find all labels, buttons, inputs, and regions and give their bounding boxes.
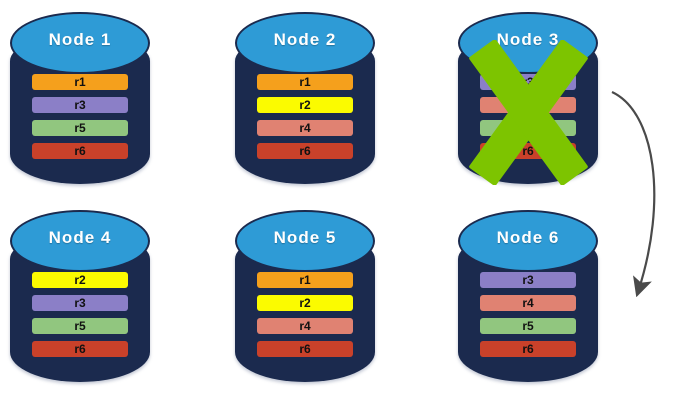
cylinder-top [458, 210, 598, 272]
node-cylinder-5[interactable]: Node 5 r1 r2 r4 r6 [235, 210, 375, 385]
cylinder-top [235, 12, 375, 74]
node-title: Node 3 [496, 30, 560, 49]
record-bar[interactable]: r6 [257, 143, 353, 159]
cylinder-top [10, 210, 150, 272]
record-bar[interactable]: r6 [480, 143, 576, 159]
record-list: r3 r4 r5 r6 [480, 272, 576, 364]
record-bar[interactable]: r1 [257, 74, 353, 90]
record-bar[interactable]: r3 [32, 97, 128, 113]
node-title: Node 6 [496, 228, 560, 247]
record-bar[interactable]: r5 [480, 318, 576, 334]
cylinder-top [10, 12, 150, 74]
record-bar[interactable]: r4 [257, 318, 353, 334]
record-bar[interactable]: r4 [480, 295, 576, 311]
record-bar[interactable]: r5 [32, 120, 128, 136]
node-title: Node 4 [48, 228, 112, 247]
node-cylinder-6[interactable]: Node 6 r3 r4 r5 r6 [458, 210, 598, 385]
node-cylinder-2[interactable]: Node 2 r1 r2 r4 r6 [235, 12, 375, 187]
node-title: Node 2 [273, 30, 337, 49]
node-cylinder-1[interactable]: Node 1 r1 r3 r5 r6 [10, 12, 150, 187]
record-bar[interactable]: r4 [480, 97, 576, 113]
record-list: r1 r3 r5 r6 [32, 74, 128, 166]
record-bar[interactable]: r6 [32, 143, 128, 159]
record-list: r1 r2 r4 r6 [257, 74, 353, 166]
record-bar[interactable]: r5 [32, 318, 128, 334]
node-title: Node 1 [48, 30, 112, 49]
record-bar[interactable]: r2 [257, 295, 353, 311]
record-bar[interactable]: r3 [480, 272, 576, 288]
record-bar[interactable]: r3 [480, 74, 576, 90]
record-list: r1 r2 r4 r6 [257, 272, 353, 364]
record-bar[interactable]: r2 [32, 272, 128, 288]
record-bar[interactable]: r3 [32, 295, 128, 311]
node-title: Node 5 [273, 228, 337, 247]
record-bar[interactable]: r6 [32, 341, 128, 357]
record-bar[interactable]: r4 [257, 120, 353, 136]
record-bar[interactable]: r6 [480, 341, 576, 357]
cylinder-top [235, 210, 375, 272]
record-bar[interactable]: r6 [257, 341, 353, 357]
record-bar[interactable]: r2 [257, 97, 353, 113]
node-cylinder-3[interactable]: Node 3 r3 r4 r5 r6 [458, 12, 598, 187]
record-list: r3 r4 r5 r6 [480, 74, 576, 166]
record-list: r2 r3 r5 r6 [32, 272, 128, 364]
record-bar[interactable]: r1 [32, 74, 128, 90]
record-bar[interactable]: r5 [480, 120, 576, 136]
record-bar[interactable]: r1 [257, 272, 353, 288]
node-cylinder-4[interactable]: Node 4 r2 r3 r5 r6 [10, 210, 150, 385]
